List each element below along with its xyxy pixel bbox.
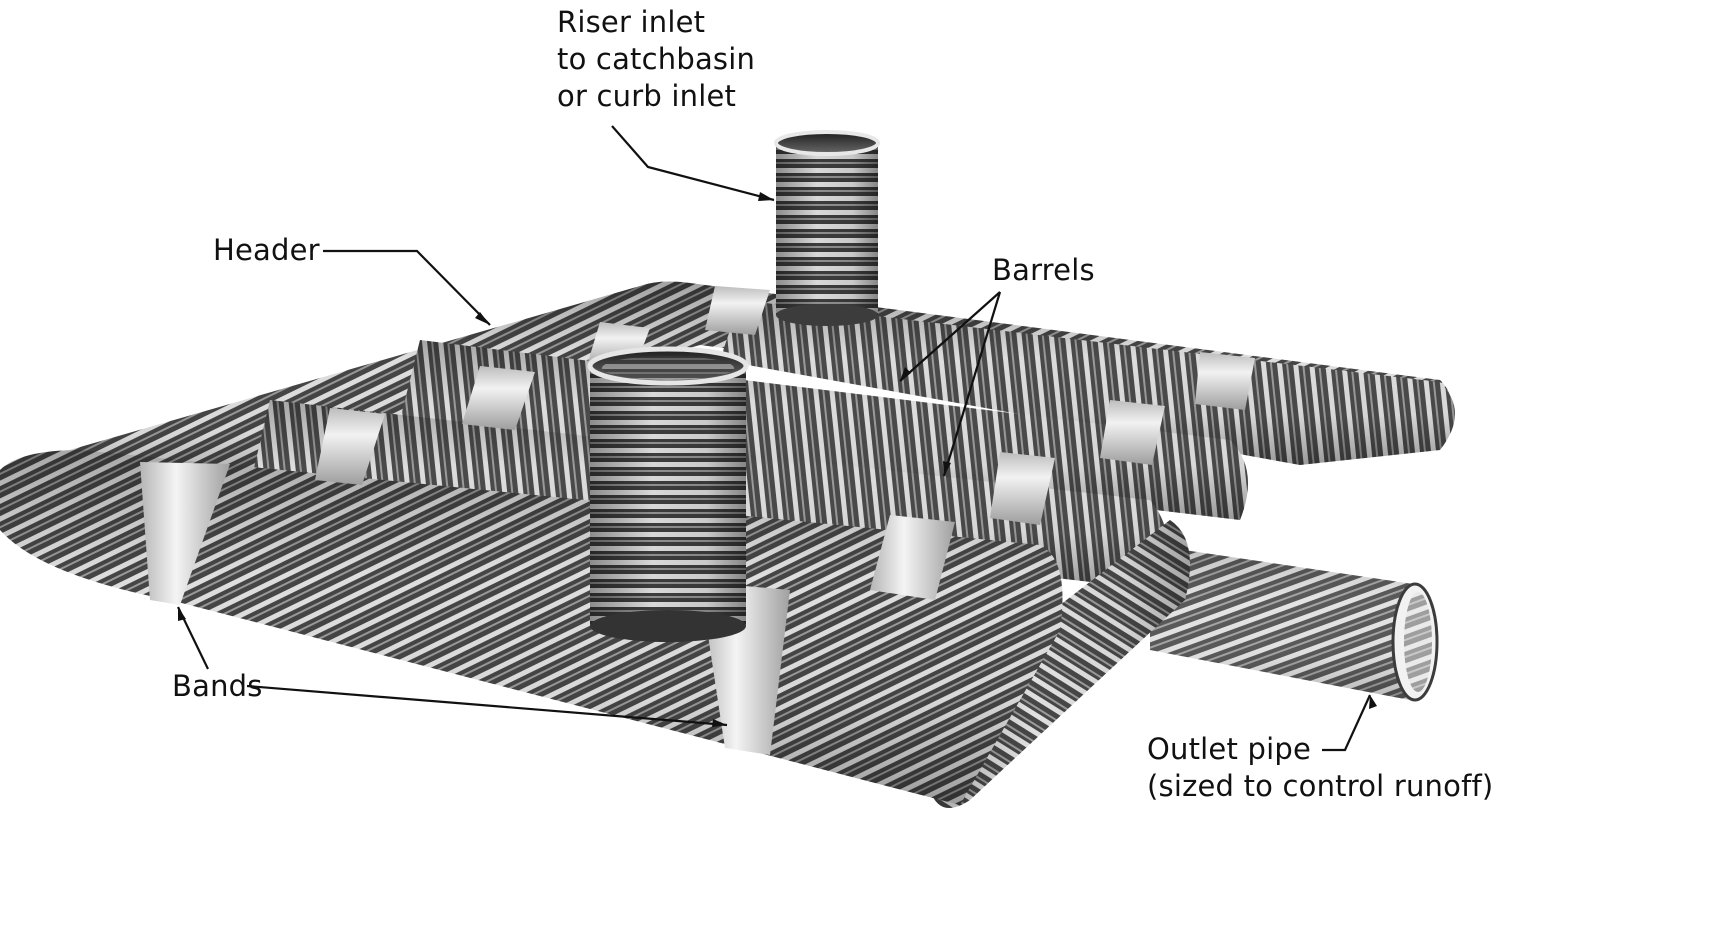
- band: [990, 452, 1055, 525]
- riser-leader: [611, 125, 775, 202]
- bands-leader-2: [246, 684, 728, 727]
- band: [462, 366, 535, 430]
- header-pipe: [0, 281, 1451, 500]
- header-leader: [323, 249, 491, 326]
- outlet-label-line-2: (sized to control runoff): [1147, 769, 1494, 803]
- leader-arrowheads: [178, 192, 1377, 727]
- riser-label-line-3: or curb inlet: [557, 79, 737, 113]
- band: [870, 515, 955, 600]
- header-pipe: [0, 450, 1063, 805]
- band: [705, 286, 770, 335]
- band: [1100, 400, 1165, 465]
- inner-riser-pipe: [587, 346, 749, 642]
- band: [315, 408, 385, 485]
- barrel-pipe: [720, 300, 1455, 465]
- header-label: Header: [213, 233, 320, 267]
- bands-label: Bands: [172, 669, 263, 703]
- riser-pipe: [774, 130, 880, 326]
- riser-label-line-2: to catchbasin: [557, 42, 756, 76]
- riser-label-line-1: Riser inlet: [557, 5, 706, 39]
- leader-lines: [177, 125, 1372, 752]
- band: [1195, 352, 1255, 410]
- barrels-leader-1: [899, 291, 1001, 382]
- outlet-label-line-1: Outlet pipe: [1147, 732, 1311, 766]
- barrels-label: Barrels: [992, 253, 1095, 287]
- outlet-leader: [1322, 694, 1372, 752]
- band: [140, 462, 230, 605]
- outlet-pipe: [1150, 545, 1439, 702]
- barrels-leader-2: [942, 291, 1002, 477]
